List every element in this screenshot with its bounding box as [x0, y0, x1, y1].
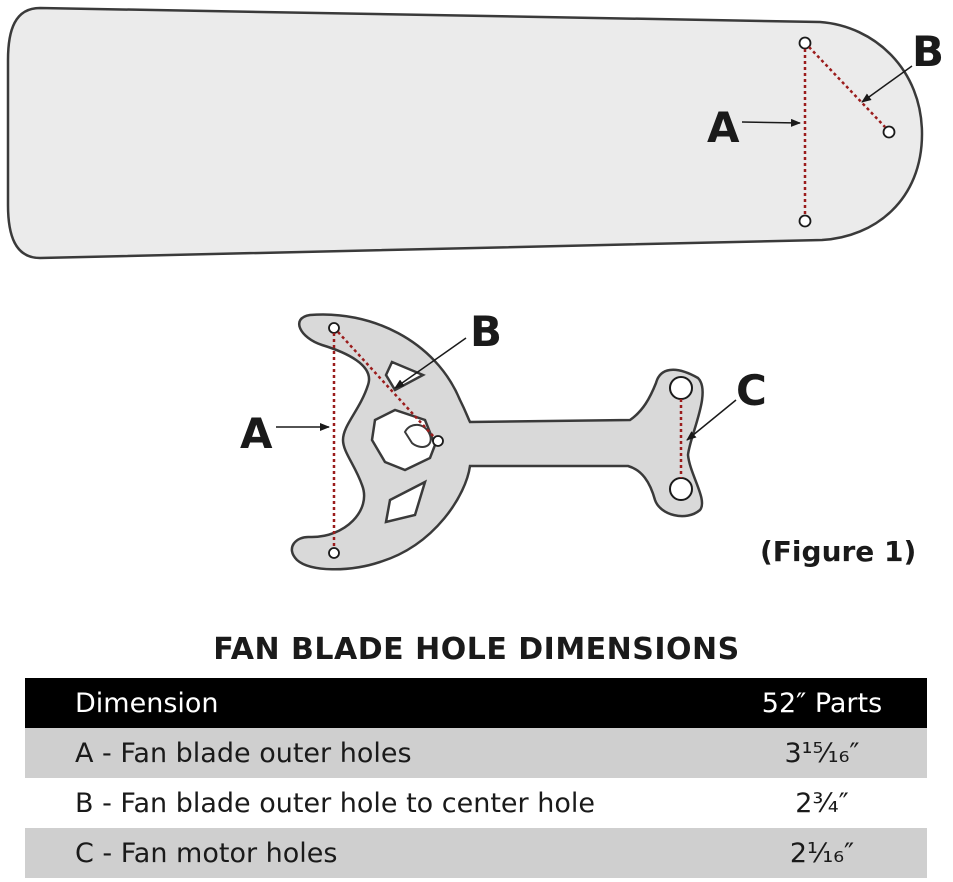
row-dimension: B - Fan blade outer hole to center hole [75, 787, 595, 819]
table-header-row: Dimension 52″ Parts [25, 678, 927, 728]
figure-label: (Figure 1) [760, 535, 917, 568]
row-value: 3¹⁵⁄₁₆″ [784, 737, 860, 769]
bracket-hole-bottom [328, 547, 340, 559]
row-value: 2¹⁄₁₆″ [789, 837, 855, 869]
blade-a-arrow [741, 118, 801, 127]
blade-bracket: A B C [240, 307, 767, 571]
dimensions-table: Dimension 52″ Parts A - Fan blade outer … [25, 678, 927, 878]
bracket-hole-center [432, 435, 444, 447]
bracket-c-arrow [686, 399, 737, 441]
table-title: FAN BLADE HOLE DIMENSIONS [213, 632, 740, 667]
bracket-label-b: B [470, 307, 502, 356]
table-row: C - Fan motor holes 2¹⁄₁₆″ [25, 828, 927, 878]
bracket-label-a: A [240, 409, 273, 458]
motor-hole-top [669, 376, 693, 400]
table-row: B - Fan blade outer hole to center hole … [25, 778, 927, 828]
blade-label-a: A [707, 103, 740, 152]
header-parts: 52″ Parts [761, 687, 883, 719]
row-value: 2¾″ [795, 787, 849, 819]
bracket-label-c: C [736, 366, 767, 415]
header-dimension: Dimension [75, 687, 219, 719]
blade-dimension-b-line [808, 46, 886, 128]
fan-blade: A B [6, 6, 944, 260]
bracket-outline [290, 313, 704, 571]
blade-label-b: B [912, 27, 944, 76]
table-row: A - Fan blade outer holes 3¹⁵⁄₁₆″ [25, 728, 927, 778]
bracket-b-arrow [394, 337, 467, 389]
bracket-hole-top [328, 322, 340, 334]
blade-hole-top [798, 36, 812, 50]
blade-b-arrow [861, 65, 913, 103]
blade-hole-bottom [798, 214, 812, 228]
row-dimension: C - Fan motor holes [75, 837, 338, 869]
motor-hole-bottom [669, 477, 693, 501]
fan-blade-outline [6, 6, 924, 260]
bracket-center-notch [403, 423, 432, 448]
blade-hole-center [882, 125, 896, 139]
fan-blade-diagram: A B A B C [6, 6, 944, 571]
row-dimension: A - Fan blade outer holes [75, 737, 412, 769]
